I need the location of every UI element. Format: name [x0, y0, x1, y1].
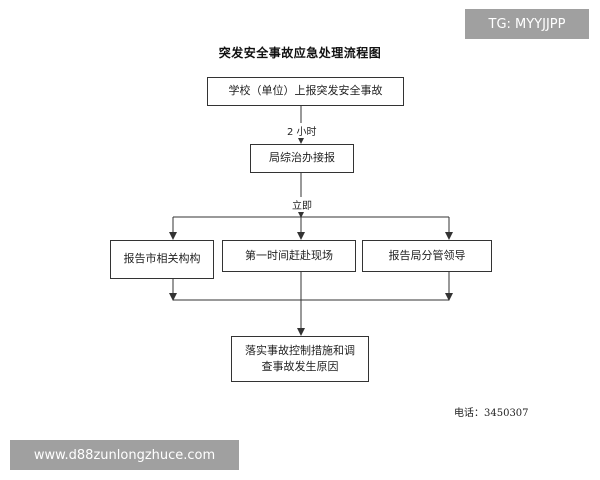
- edge-label-immediately: 立即: [291, 197, 313, 212]
- contact-phone-number: 3450307: [484, 408, 529, 419]
- node-report-city-label: 报告市相关构构: [123, 252, 201, 266]
- node-report-leader-label: 报告局分管领导: [388, 248, 466, 262]
- node-implement-control-label: 落实事故控制措施和调查事故发生原因: [245, 343, 355, 374]
- diagram-title: 突发安全事故应急处理流程图: [218, 46, 382, 60]
- node-rush-to-scene: 第一时间赶赴现场: [222, 240, 356, 272]
- node-school-report-label: 学校（单位）上报突发安全事故: [228, 84, 383, 98]
- node-report-city: 报告市相关构构: [110, 240, 214, 279]
- contact-phone-label: 电话：: [454, 408, 484, 419]
- node-bureau-receive: 局综治办接报: [250, 144, 354, 173]
- node-implement-control: 落实事故控制措施和调查事故发生原因: [231, 336, 369, 382]
- edge-label-within-2h: 2 小时: [286, 123, 318, 138]
- node-bureau-receive-label: 局综治办接报: [269, 151, 335, 165]
- node-school-report: 学校（单位）上报突发安全事故: [207, 77, 404, 106]
- watermark-top-right: TG: MYYJJPP: [465, 9, 589, 39]
- contact-phone: 电话：3450307: [454, 404, 529, 419]
- node-report-leader: 报告局分管领导: [362, 240, 492, 272]
- watermark-bottom-left: www.d88zunlongzhuce.com: [10, 440, 239, 470]
- node-rush-to-scene-label: 第一时间赶赴现场: [245, 248, 333, 262]
